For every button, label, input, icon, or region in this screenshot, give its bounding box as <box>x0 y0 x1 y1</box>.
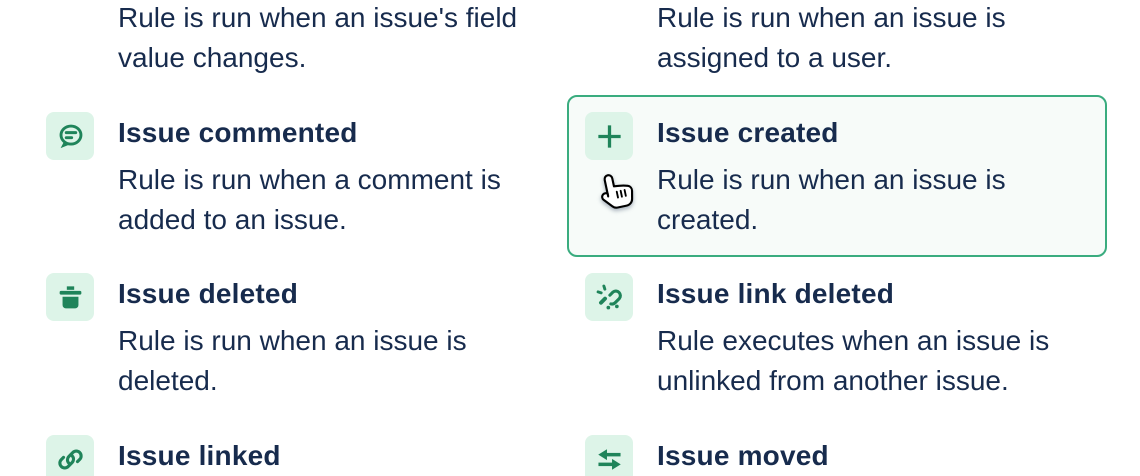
trigger-text: Rule is run when an issue's field value … <box>118 0 550 78</box>
trigger-title: Issue deleted <box>118 278 299 309</box>
trigger-item-issue-linked[interactable]: Issue linked <box>28 418 568 476</box>
trigger-text: Rule is run when an issue is assigned to… <box>657 0 1089 78</box>
trigger-item-issue-moved[interactable]: Issue moved <box>567 418 1107 476</box>
comment-icon <box>46 112 94 160</box>
link-broken-icon <box>585 273 633 321</box>
trigger-title: Issue created <box>657 117 839 148</box>
trigger-item-issue-link-deleted[interactable]: Issue link deleted Rule executes when an… <box>567 256 1107 418</box>
trigger-description: Rule is run when an issue's field value … <box>118 2 518 73</box>
trigger-text: Issue linked <box>118 436 550 476</box>
trigger-item-issue-commented[interactable]: Issue commented Rule is run when a comme… <box>28 95 568 257</box>
trigger-card-surface <box>567 95 1107 257</box>
trigger-title: Issue moved <box>657 440 829 471</box>
trigger-text: Issue deleted Rule is run when an issue … <box>118 274 550 401</box>
arrows-left-right-icon <box>585 435 633 476</box>
trigger-description: Rule is run when an issue is created. <box>657 164 1006 235</box>
trigger-text: Issue moved <box>657 436 1089 476</box>
trigger-item[interactable]: Rule is run when an issue's field value … <box>28 0 568 95</box>
trigger-description: Rule executes when an issue is unlinked … <box>657 325 1050 396</box>
trigger-text: Issue link deleted Rule executes when an… <box>657 274 1089 401</box>
trigger-title: Issue commented <box>118 117 358 148</box>
trigger-description: Rule is run when an issue is deleted. <box>118 325 467 396</box>
trigger-item-issue-deleted[interactable]: Issue deleted Rule is run when an issue … <box>28 256 568 418</box>
trash-icon <box>46 273 94 321</box>
trigger-title: Issue linked <box>118 440 281 471</box>
link-icon <box>46 435 94 476</box>
trigger-item[interactable]: Rule is run when an issue is assigned to… <box>567 0 1107 95</box>
trigger-text: Issue created Rule is run when an issue … <box>657 113 1089 240</box>
trigger-item-issue-created[interactable]: Issue created Rule is run when an issue … <box>567 95 1107 257</box>
trigger-text: Issue commented Rule is run when a comme… <box>118 113 550 240</box>
trigger-title: Issue link deleted <box>657 278 895 309</box>
plus-icon <box>585 112 633 160</box>
trigger-description: Rule is run when an issue is assigned to… <box>657 2 1006 73</box>
trigger-description: Rule is run when a comment is added to a… <box>118 164 501 235</box>
